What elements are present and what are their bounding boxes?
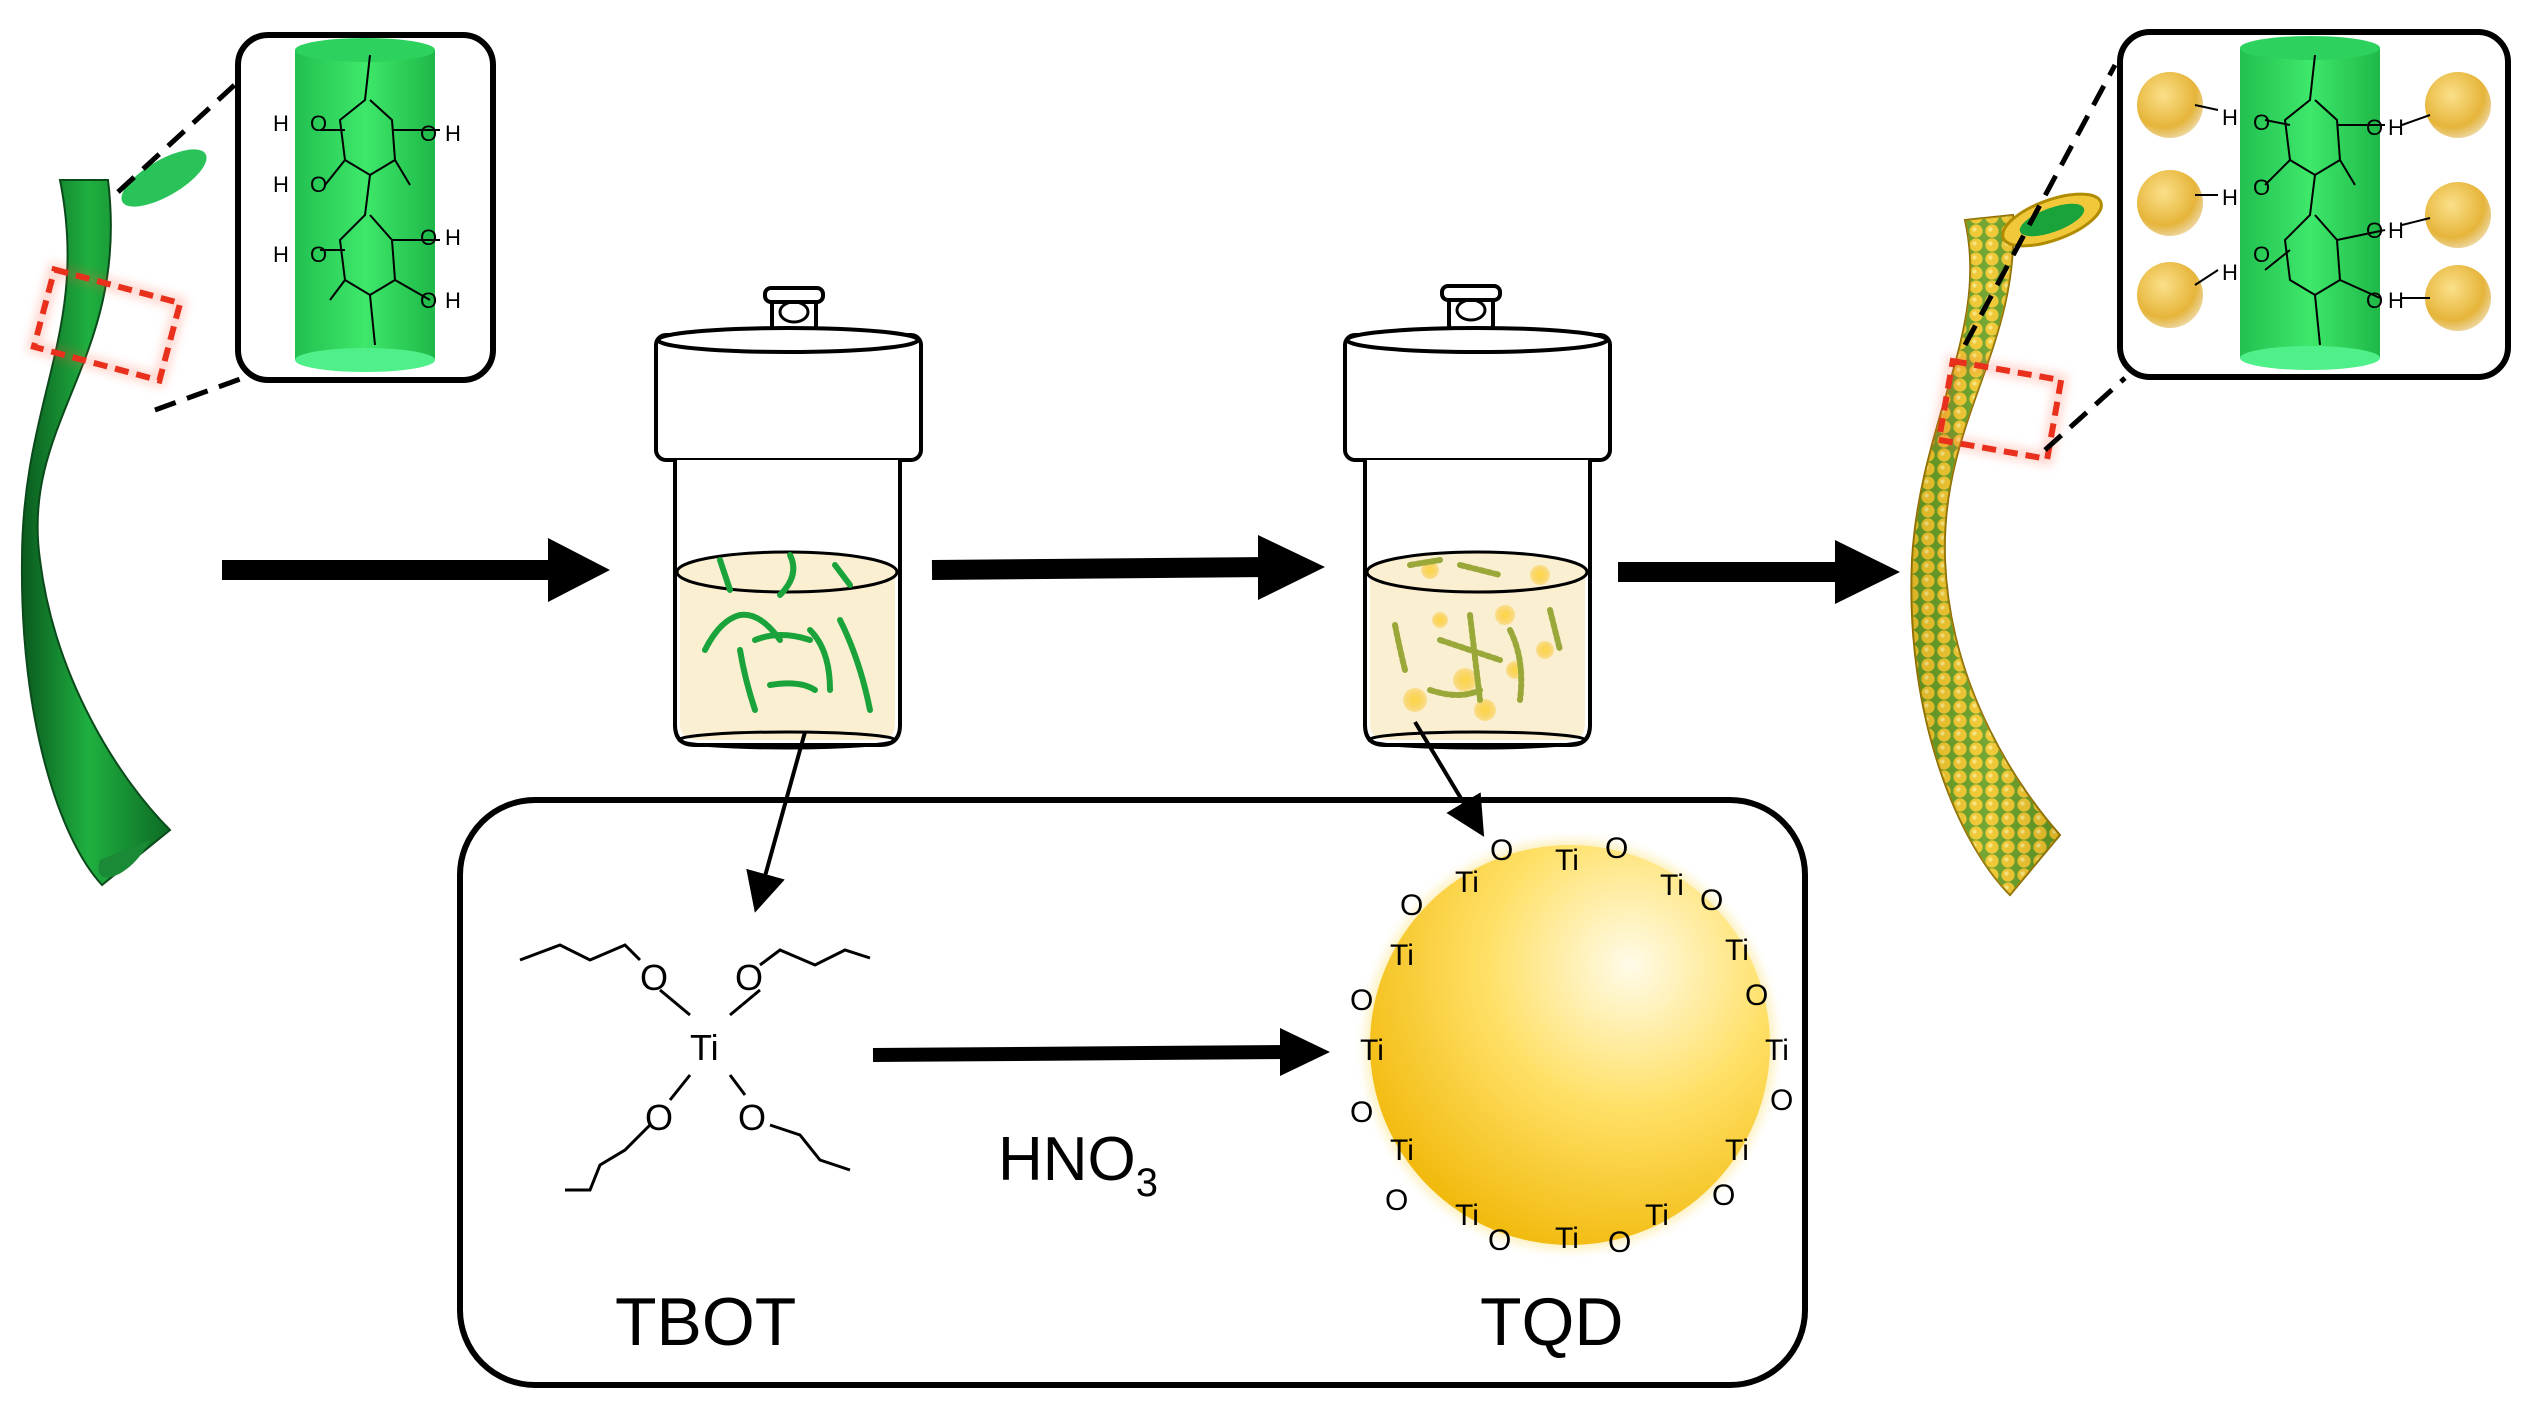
atom-label: H bbox=[273, 111, 289, 136]
atom-label: O bbox=[645, 1097, 673, 1138]
atom-label: O bbox=[1385, 1184, 1408, 1217]
cellulose-inset: H O O H H O H O O H O H bbox=[235, 32, 496, 383]
atom-label: O bbox=[420, 121, 437, 146]
atom-label: O bbox=[1770, 1084, 1793, 1117]
zoom-highlight-box bbox=[1935, 357, 2065, 463]
atom-label: Ti bbox=[1765, 1034, 1789, 1067]
atom-label: Ti bbox=[690, 1027, 719, 1068]
atom-label: H bbox=[2388, 115, 2404, 140]
atom-label: H bbox=[273, 242, 289, 267]
atom-label: O bbox=[1745, 979, 1768, 1012]
atom-label: Ti bbox=[1660, 869, 1684, 902]
tbot-label: TBOT bbox=[615, 1284, 796, 1360]
atom-label: O bbox=[2366, 288, 2383, 313]
atom-label: O bbox=[310, 111, 327, 136]
coated-inset: H O O H H O H O O H O H bbox=[2117, 29, 2511, 380]
atom-label: O bbox=[1608, 1226, 1631, 1259]
atom-label: H bbox=[2388, 218, 2404, 243]
zoom-line bbox=[154, 375, 244, 413]
ti-o-shell: O Ti O Ti Ti O O Ti Ti O O Ti Ti O O Ti … bbox=[1350, 832, 1793, 1259]
atom-label: O bbox=[738, 1097, 766, 1138]
atom-label: O bbox=[2253, 242, 2270, 267]
atom-label: Ti bbox=[1360, 1034, 1384, 1067]
atom-label: Ti bbox=[1455, 866, 1479, 899]
atom-label: Ti bbox=[1645, 1199, 1669, 1232]
tqd-coated-fiber bbox=[1910, 192, 2103, 897]
atom-label: O bbox=[1488, 1224, 1511, 1257]
atom-label: Ti bbox=[1455, 1199, 1479, 1232]
reaction-scheme-box: O O Ti O O HNO3 O Ti O Ti Ti O O Ti Ti O… bbox=[457, 720, 1808, 1388]
atom-label: H bbox=[2222, 185, 2238, 210]
atom-label: Ti bbox=[1390, 939, 1414, 972]
atom-label: O bbox=[2366, 218, 2383, 243]
atom-label: Ti bbox=[1725, 934, 1749, 967]
reaction-jar-tqd bbox=[1343, 284, 1612, 750]
atom-label: Ti bbox=[1555, 1222, 1579, 1255]
atom-label: O bbox=[1350, 984, 1373, 1017]
atom-label: O bbox=[1490, 834, 1513, 867]
atom-label: O bbox=[310, 242, 327, 267]
atom-label: O bbox=[640, 957, 668, 998]
atom-label: O bbox=[2366, 115, 2383, 140]
cellulose-fiber bbox=[20, 149, 207, 887]
zoom-line bbox=[2043, 376, 2127, 452]
zoom-line bbox=[1962, 63, 2118, 347]
atom-label: H bbox=[445, 121, 461, 146]
atom-label: O bbox=[1605, 832, 1628, 865]
zoom-line bbox=[116, 78, 242, 194]
pointer-arrow bbox=[1413, 720, 1485, 837]
reaction-jar-fibers bbox=[654, 286, 923, 750]
atom-label: O bbox=[1700, 884, 1723, 917]
atom-label: H bbox=[445, 225, 461, 250]
atom-label: O bbox=[1350, 1096, 1373, 1129]
tbot-structure bbox=[519, 943, 871, 1192]
atom-label: O bbox=[1712, 1179, 1735, 1212]
reaction-arrow bbox=[872, 1045, 1291, 1062]
zoom-highlight-box bbox=[30, 265, 184, 385]
atom-label: H bbox=[445, 288, 461, 313]
atom-label: O bbox=[310, 172, 327, 197]
process-arrows bbox=[222, 535, 1900, 604]
atom-label: Ti bbox=[1725, 1134, 1749, 1167]
atom-label: Ti bbox=[1390, 1134, 1414, 1167]
atom-label: O bbox=[420, 288, 437, 313]
atom-label: H bbox=[2222, 105, 2238, 130]
tqd-label: TQD bbox=[1480, 1284, 1624, 1360]
pointer-arrow bbox=[746, 731, 807, 913]
atom-label: O bbox=[735, 957, 763, 998]
atom-label: H bbox=[2388, 288, 2404, 313]
atom-label: O bbox=[1400, 889, 1423, 922]
atom-label: O bbox=[2253, 110, 2270, 135]
atom-label: O bbox=[420, 225, 437, 250]
atom-label: H bbox=[273, 172, 289, 197]
atom-label: O bbox=[2253, 175, 2270, 200]
tqd-particle bbox=[1370, 845, 1770, 1245]
reagent-label: HNO3 bbox=[998, 1125, 1158, 1205]
atom-label: Ti bbox=[1555, 844, 1579, 877]
atom-label: H bbox=[2222, 260, 2238, 285]
